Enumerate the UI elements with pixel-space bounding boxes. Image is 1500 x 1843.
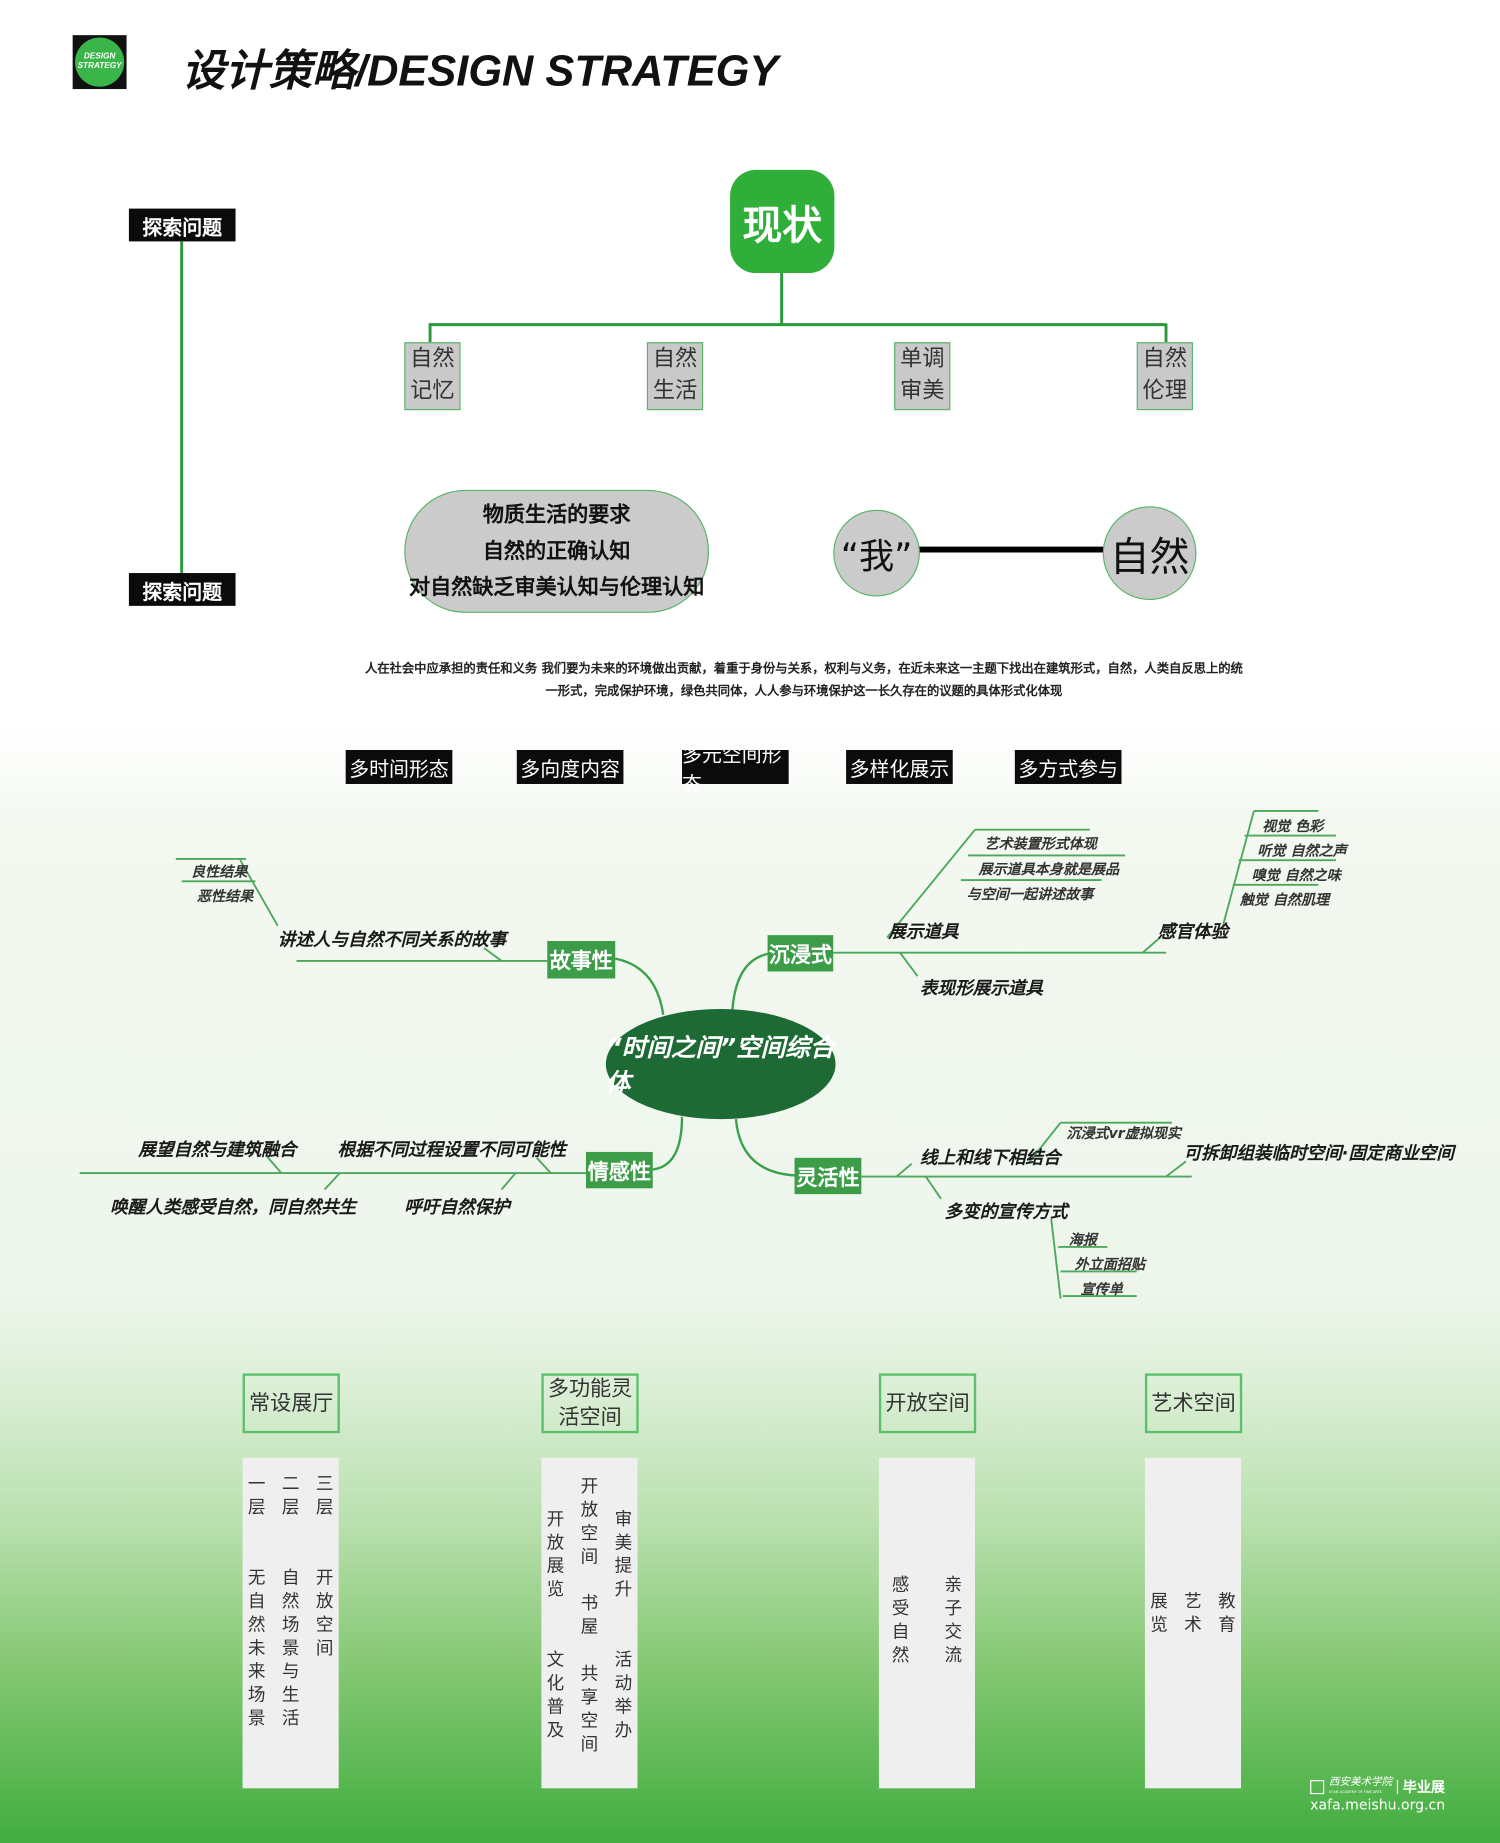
panel-column: 一层 无自然未来场景 [245, 1474, 267, 1733]
tag: 多向度内容 [516, 750, 624, 784]
school-name: 西安美术学院 [1328, 1775, 1393, 1788]
space-panel: 一层 无自然未来场景 二层 自然场景与生活 三层 开放空间 [242, 1457, 339, 1789]
tag: 多样化展示 [846, 750, 953, 784]
problems-pill: 物质生活的要求 自然的正确认知 对自然缺乏审美认知与伦理认知 [404, 489, 709, 613]
props-sub: 艺术装置形式体现 [984, 835, 1097, 852]
panel-column: 感受自然 [889, 1575, 911, 1669]
footer-url[interactable]: xafa.meishu.org.cn [1310, 1796, 1446, 1813]
problem-line: 自然的正确认知 [482, 539, 631, 564]
tag: 多方式参与 [1014, 750, 1122, 784]
immersive-props: 展示道具 [888, 921, 959, 943]
summary-paragraph: 人在社会中应承担的责任和义务 我们要为未来的环境做出贡献，着重于身份与关系，权利… [352, 659, 1257, 704]
emotion-item: 根据不同过程设置不同可能性 [337, 1139, 567, 1161]
explore-label-bottom: 探索问题 [128, 573, 236, 606]
senses-sub: 触觉 自然肌理 [1239, 891, 1330, 909]
senses-sub: 听觉 自然之声 [1257, 842, 1347, 859]
immersive-senses: 感官体验 [1157, 921, 1229, 943]
emotion-item: 呼吁自然保护 [404, 1196, 510, 1218]
flexible-online: 线上和线下相结合 [919, 1147, 1061, 1169]
tag: 多元空间形态 [682, 744, 789, 796]
flexible-curve [734, 1119, 795, 1177]
node-immersive: 沉浸式 [767, 935, 834, 972]
panel-column: 展览 [1147, 1591, 1169, 1639]
promo-sub: 外立面招贴 [1074, 1256, 1145, 1273]
school-emblem-icon [1310, 1779, 1325, 1794]
panel-column: 二层 自然场景与生活 [279, 1474, 301, 1733]
paragraph-line: 人在社会中应承担的责任和义务 我们要为未来的环境做出贡献，着重于身份与关系，权利… [364, 662, 1243, 677]
page-title: 设计策略/DESIGN STRATEGY [181, 46, 779, 95]
panel-column: 亲子交流 [942, 1575, 964, 1669]
promo-sub: 宣传单 [1080, 1280, 1123, 1298]
node-flexible: 灵活性 [794, 1157, 862, 1195]
senses-sub: 视觉 色彩 [1262, 817, 1324, 835]
emotion-curve [652, 1116, 684, 1171]
emotion-item: 唤醒人类感受自然，同自然共生 [110, 1196, 357, 1218]
problem-line: 对自然缺乏审美认知与伦理认知 [408, 575, 705, 600]
space-title: 常设展厅 [242, 1373, 340, 1434]
story-curve [615, 957, 665, 1016]
panel-column: 开放空间 书屋 共享空间 [578, 1476, 600, 1758]
paragraph-line: 一形式，完成保护环境，绿色共同体，人人参与环境保护这一长久存在的议题的具体形式化… [545, 684, 1063, 699]
status-item: 自然 记忆 [404, 342, 461, 411]
status-item: 自然 生活 [646, 342, 704, 411]
immersive-expressive: 表现形展示道具 [919, 977, 1043, 999]
space-title: 开放空间 [878, 1373, 977, 1434]
story-sub: 良性结果 [191, 863, 248, 881]
logo-badge: DESIGN STRATEGY [75, 37, 125, 87]
props-sub: 展示道具本身就是展品 [978, 861, 1120, 878]
promo-sub: 海报 [1068, 1231, 1097, 1249]
panel-column: 开放展览 文化普及 [544, 1509, 566, 1744]
space-panel: 展览 艺术 教育 [1144, 1457, 1242, 1789]
flexible-promo: 多变的宣传方式 [944, 1201, 1068, 1223]
status-node: 现状 [730, 169, 835, 274]
tag: 多时间形态 [345, 750, 453, 784]
space-panel: 感受自然 亲子交流 [878, 1457, 975, 1789]
space-title: 多功能灵活空间 [541, 1373, 639, 1434]
flexible-space: 可拆卸组装临时空间·固定商业空间 [1183, 1142, 1454, 1164]
school-name-en: XI'AN ACADEMY OF FINE ARTS [1328, 1788, 1382, 1794]
story-branch: 讲述人与自然不同关系的故事 [277, 929, 507, 951]
footer-brand: 西安美术学院 XI'AN ACADEMY OF FINE ARTS 毕业展 xa… [1310, 1777, 1445, 1813]
story-sub: 恶性结果 [196, 888, 254, 905]
senses-sub: 嗅觉 自然之味 [1251, 867, 1341, 884]
explore-label-top: 探索问题 [128, 208, 236, 242]
panel-column: 审美提升 活动举办 [612, 1509, 634, 1744]
node-emotion: 情感性 [585, 1151, 653, 1189]
props-sub: 与空间一起讲述故事 [966, 885, 1094, 903]
online-sub: 沉浸式vr虚拟现实 [1066, 1125, 1181, 1142]
immersive-curve [731, 952, 768, 1011]
panel-column: 教育 [1215, 1591, 1237, 1639]
status-item: 自然 伦理 [1136, 342, 1193, 411]
problem-line: 物质生活的要求 [482, 502, 631, 528]
status-item: 单调 审美 [894, 342, 951, 411]
self-circle: “我” [833, 509, 920, 597]
nature-circle: 自然 [1102, 506, 1197, 600]
event-label: 毕业展 [1402, 1778, 1445, 1796]
space-panel: 开放展览 文化普及 开放空间 书屋 共享空间 审美提升 活动举办 [541, 1457, 638, 1789]
design-strategy-logo: DESIGN STRATEGY [72, 35, 127, 90]
emotion-item: 展望自然与建筑融合 [138, 1139, 297, 1161]
space-title: 艺术空间 [1144, 1373, 1243, 1434]
panel-column: 三层 开放空间 [313, 1474, 335, 1662]
mindmap-center: “时间之间”空间综合体 [605, 1008, 836, 1120]
node-story: 故事性 [547, 941, 616, 979]
panel-column: 艺术 [1181, 1591, 1203, 1639]
